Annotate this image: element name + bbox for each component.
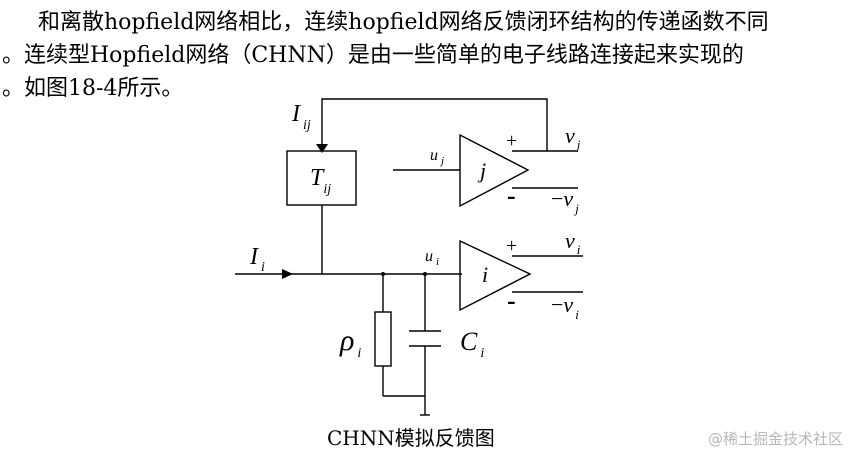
plus-sign-i: + (506, 235, 517, 257)
label-amp-j: j (477, 158, 486, 183)
amplifier-i (459, 239, 532, 312)
intro-paragraph: 和离散hopfield网络相比，连续hopfield网络反馈闭环结构的传递函数不… (0, 6, 853, 105)
label-t-ij: Tij (310, 165, 331, 197)
watermark: @稀土掘金技术社区 (707, 430, 843, 448)
feedback-arrowhead (316, 144, 328, 153)
label-amp-i: i (482, 262, 488, 287)
plus-sign-j: + (506, 130, 517, 152)
junction-dot (381, 272, 385, 276)
paragraph-line-3: 。如图18-4所示。 (2, 76, 184, 101)
figure-caption: CHNN模拟反馈图 (327, 426, 495, 450)
minus-sign-i: - (507, 286, 516, 315)
feedback-wire (321, 98, 548, 151)
junction-dot (423, 272, 427, 276)
input-arrowhead (282, 269, 293, 279)
minus-sign-j: - (507, 181, 516, 210)
paragraph-line-1: 和离散hopfield网络相比，连续hopfield网络反馈闭环结构的传递函数不… (38, 10, 769, 35)
resistor-rho (374, 311, 392, 367)
amplifier-j (459, 133, 530, 208)
paragraph-line-2: 。连续型Hopfield网络（CHNN）是由一些简单的电子线路连接起来实现的 (2, 43, 744, 68)
